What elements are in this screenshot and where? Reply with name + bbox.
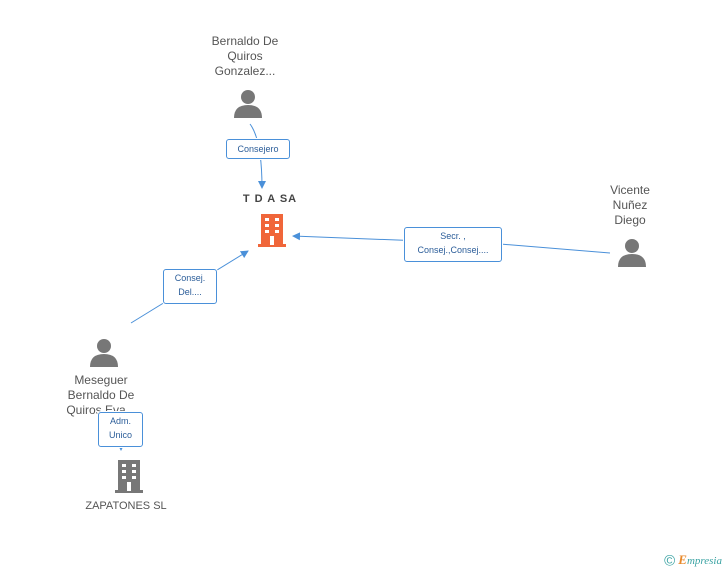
relation-box-consejero[interactable]: Consejero <box>226 139 290 159</box>
person-label-vicente[interactable]: Vicente Nuñez Diego <box>610 183 650 227</box>
center-company-name[interactable]: T D A SA <box>242 193 298 205</box>
building-icon[interactable] <box>256 214 288 248</box>
person-icon[interactable] <box>617 237 647 267</box>
building-icon[interactable] <box>113 460 145 494</box>
copyright-icon: © <box>664 553 676 570</box>
footer-brand: © Empresia <box>664 552 722 570</box>
relation-box-consejdel[interactable]: Consej. Del.... <box>163 269 217 304</box>
relation-box-admunico[interactable]: Adm. Unico <box>98 412 143 447</box>
brand-initial: E <box>678 552 687 568</box>
person-label-bernaldo[interactable]: Bernaldo De Quiros Gonzalez... <box>211 34 279 78</box>
brand-name: mpresia <box>686 555 722 568</box>
company-label-zapatones[interactable]: ZAPATONES SL <box>85 500 167 512</box>
person-icon[interactable] <box>89 337 119 367</box>
person-icon[interactable] <box>233 88 263 118</box>
relation-box-secr[interactable]: Secr. , Consej.,Consej.... <box>404 227 502 262</box>
